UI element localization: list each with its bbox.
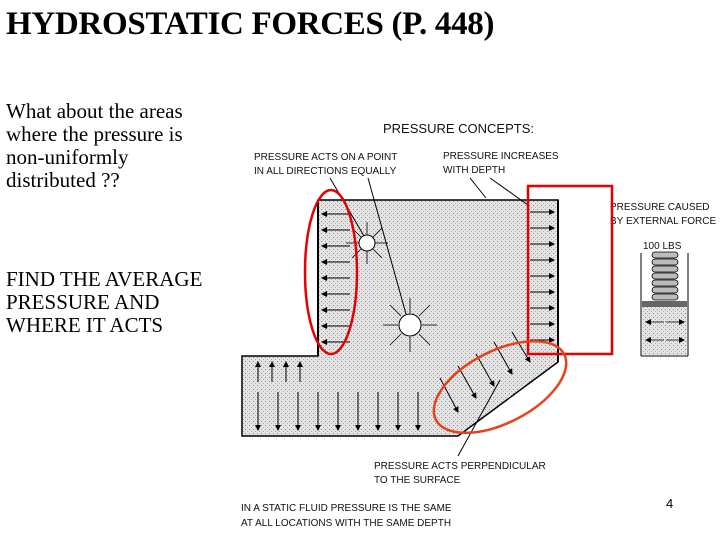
label-point-line1: PRESSURE ACTS ON A POINT (254, 152, 397, 163)
diagram-heading: PRESSURE CONCEPTS: (383, 121, 534, 136)
weight-stack (651, 251, 679, 301)
page-number: 4 (666, 496, 674, 511)
pressure-point-2 (398, 313, 422, 337)
label-point-line2: IN ALL DIRECTIONS EQUALLY (254, 166, 397, 177)
label-perp-line1: PRESSURE ACTS PERPENDICULAR (374, 461, 546, 472)
step-up-arrows (255, 361, 303, 382)
label-static-line1: IN A STATIC FLUID PRESSURE IS THE SAME (241, 503, 452, 514)
cylinder-arrows (645, 319, 685, 343)
weight-label: 100 LBS (643, 241, 682, 252)
pressure-point-1 (358, 234, 376, 252)
slanted-surface-highlight-ellipse (432, 339, 568, 435)
label-external-line2: BY EXTERNAL FORCE (610, 216, 716, 227)
bottom-arrows (255, 392, 421, 431)
slanted-surface-arrows (439, 331, 531, 413)
fluid-vessel (241, 199, 559, 437)
left-wall-highlight-ellipse (303, 188, 359, 356)
label-static-line2: AT ALL LOCATIONS WITH THE SAME DEPTH (241, 518, 451, 529)
label-depth-line2: WITH DEPTH (443, 165, 505, 176)
leader-lines (329, 177, 529, 457)
label-perp-line2: TO THE SURFACE (374, 475, 461, 486)
task-text: FIND THE AVERAGE PRESSURE AND WHERE IT A… (6, 267, 203, 337)
external-force-highlight-rect (526, 184, 614, 356)
label-external-line1: PRESSURE CAUSED (610, 202, 709, 213)
slide-title: HYDROSTATIC FORCES (P. 448) (6, 6, 495, 42)
right-wall-arrows (530, 209, 555, 343)
label-depth-line1: PRESSURE INCREASES (443, 151, 559, 162)
cylinder-fluid (642, 307, 687, 355)
question-text: What about the areas where the pressure … (6, 99, 183, 192)
piston (642, 301, 687, 307)
pressure-point-2-arrows (383, 298, 437, 352)
